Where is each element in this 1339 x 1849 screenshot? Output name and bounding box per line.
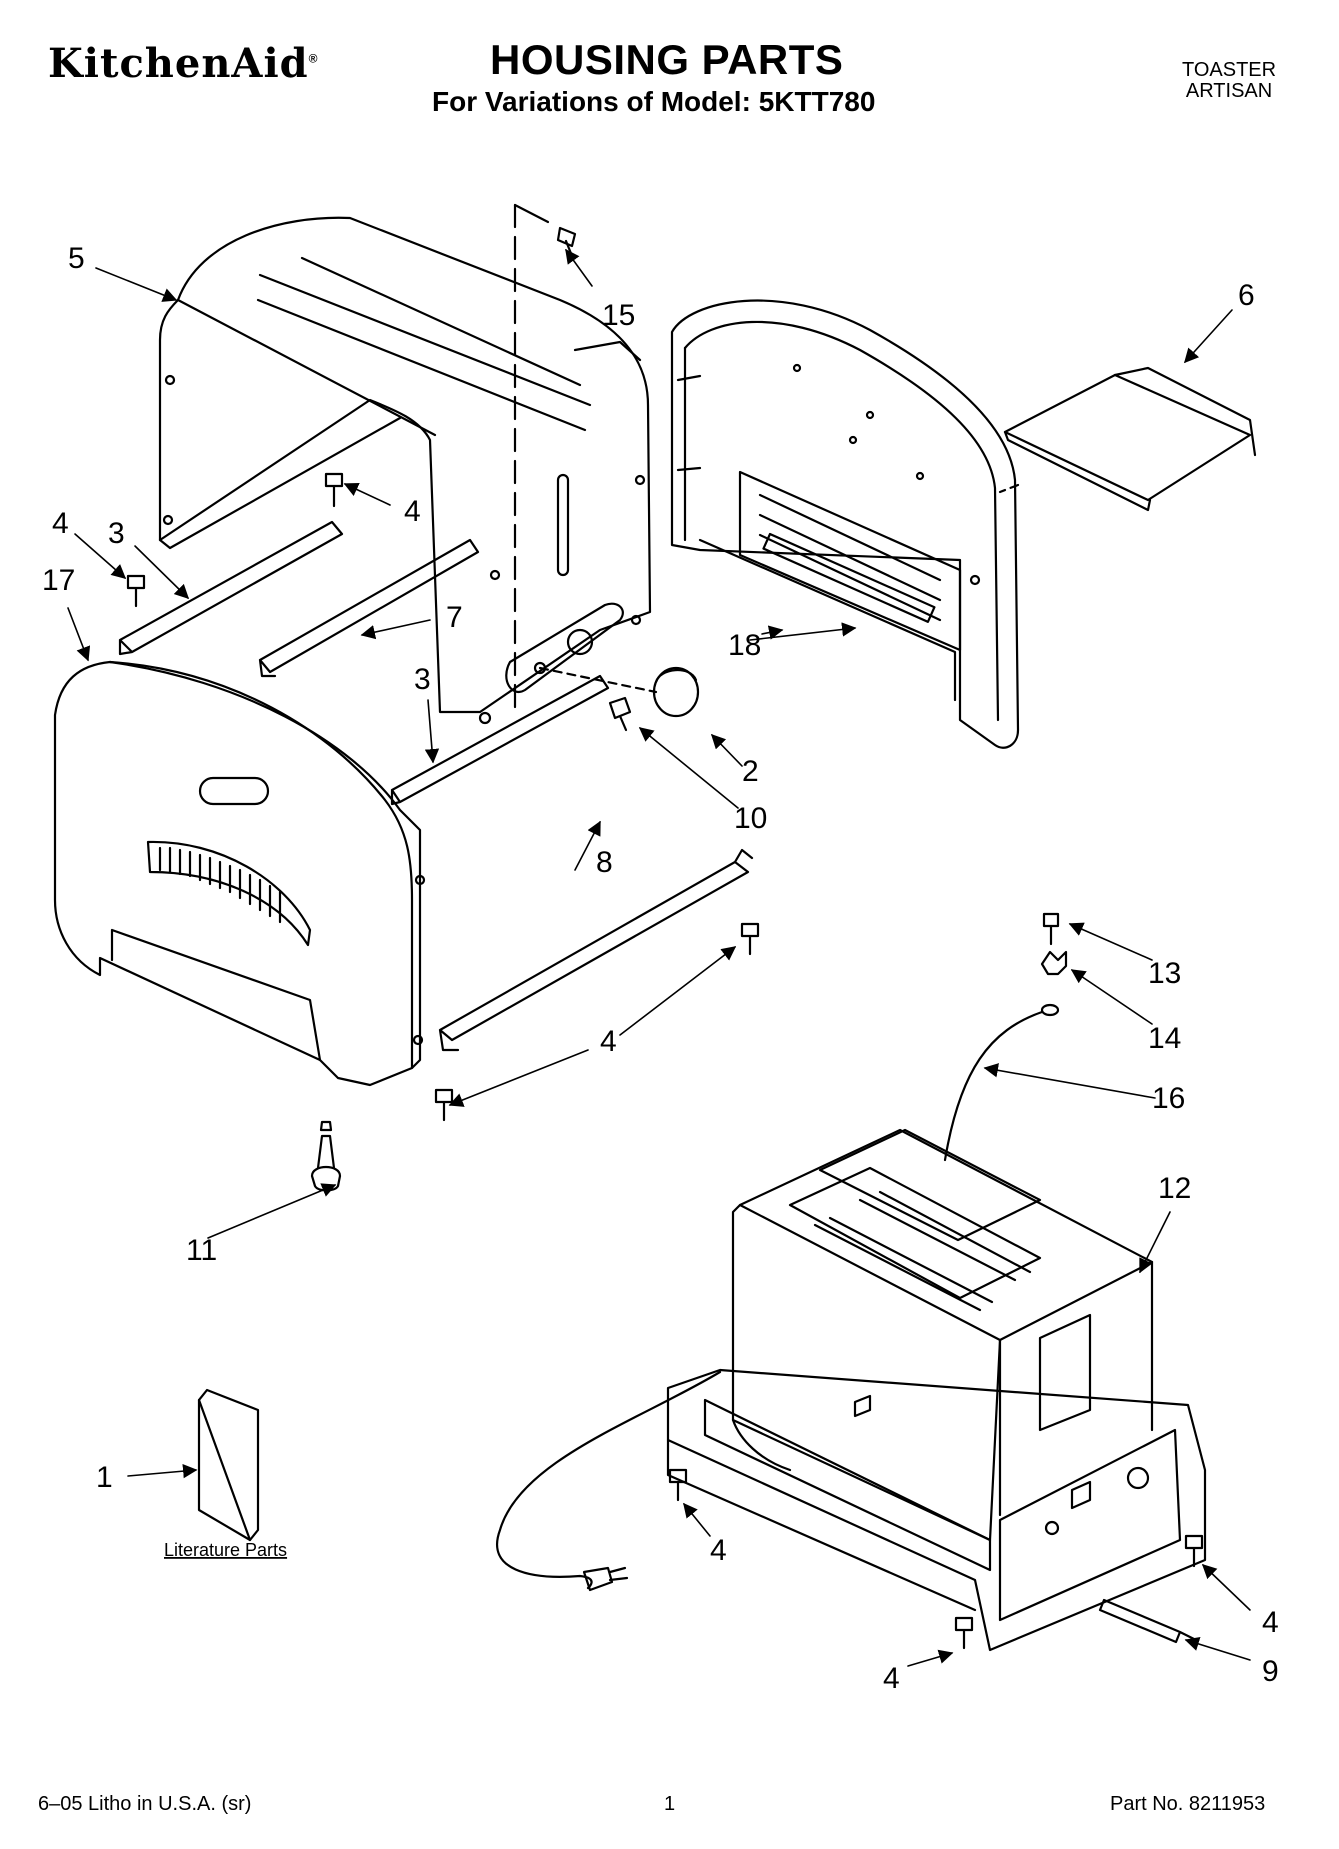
footer-print-info: 6–05 Litho in U.S.A. (sr) <box>38 1793 252 1815</box>
page-subtitle: For Variations of Model: 5KTT780 <box>432 86 876 117</box>
rear-panel-part <box>670 299 1020 749</box>
footer-part-number: Part No. 8211953 <box>1110 1793 1266 1815</box>
callout-4-top: 4 <box>404 495 421 528</box>
front-panel-part <box>53 660 426 1087</box>
callout-1: 1 <box>96 1461 113 1494</box>
crumb-tray-6-part <box>998 366 1257 512</box>
base-and-cord <box>496 1368 1207 1652</box>
literature-1-part <box>197 1388 260 1542</box>
brand-logo: KitchenAid® <box>48 40 318 87</box>
callout-14: 14 <box>1148 1022 1181 1055</box>
housing-shell-part <box>158 203 652 725</box>
callout-11: 11 <box>186 1234 217 1267</box>
footer-page-number: 1 <box>664 1793 676 1815</box>
brand-name: KitchenAid <box>48 40 309 87</box>
callout-10: 10 <box>734 802 767 835</box>
callout-8: 8 <box>596 846 613 879</box>
callout-18: 18 <box>728 629 761 662</box>
page-title: HOUSING PARTS <box>490 36 844 83</box>
callout-4-middle: 4 <box>600 1025 617 1058</box>
callout-3-lower: 3 <box>414 663 431 696</box>
product-type-line2: ARTISAN <box>1185 80 1273 102</box>
callout-2: 2 <box>742 755 759 788</box>
screw-4-parts <box>126 472 1204 1650</box>
actuator-10-part <box>608 696 632 732</box>
knob-2-part <box>652 666 700 718</box>
rail-8-part <box>438 848 754 1052</box>
rail-7-part <box>258 538 480 678</box>
callout-7: 7 <box>446 601 463 634</box>
callout-6: 6 <box>1238 279 1255 312</box>
callout-17: 17 <box>42 564 75 597</box>
callout-4-left: 4 <box>52 507 69 540</box>
ground-parts <box>943 912 1068 1162</box>
rail-3-parts <box>118 520 610 806</box>
brand-registered-mark: ® <box>308 51 319 66</box>
callout-5: 5 <box>68 242 85 275</box>
leader-arrows <box>67 248 1251 1667</box>
callout-13: 13 <box>1148 957 1181 990</box>
callout-12: 12 <box>1158 1172 1191 1205</box>
callout-9: 9 <box>1262 1655 1279 1688</box>
literature-parts-label: Literature Parts <box>164 1540 287 1560</box>
callout-15: 15 <box>602 299 635 332</box>
callout-4-base-right: 4 <box>1262 1606 1279 1639</box>
callout-3-upper: 3 <box>108 517 125 550</box>
product-type-line1: TOASTER <box>1182 59 1277 81</box>
callout-4-base-left: 4 <box>710 1534 727 1567</box>
callout-16: 16 <box>1152 1082 1185 1115</box>
callout-4-base-front: 4 <box>883 1662 900 1695</box>
product-type: TOASTER ARTISAN <box>1182 60 1276 102</box>
foot-11-part <box>310 1120 342 1192</box>
